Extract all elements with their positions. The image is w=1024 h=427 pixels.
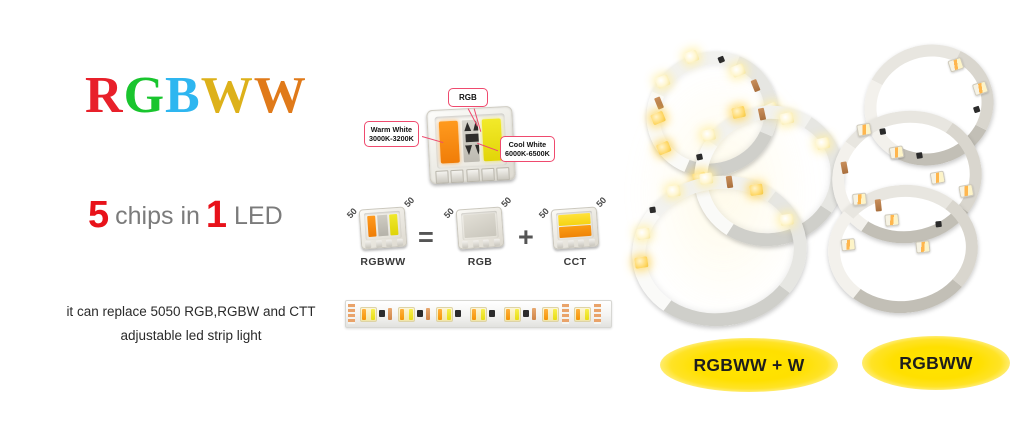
- dim-rgbww-right: 50: [402, 195, 417, 210]
- callout-cool-white-temp: 6000K-6500K: [505, 149, 550, 158]
- mini-cool-phosphor: [389, 213, 399, 236]
- led-chip-diagram: Warm White 3000K-3200K RGB Cool White 60…: [350, 88, 600, 198]
- equation-item-rgbww: 50 50 RGBWW: [345, 195, 417, 268]
- equation-item-rgb: 50 50 RGB: [442, 195, 514, 268]
- callout-cool-white: Cool White 6000K-6500K: [500, 136, 555, 162]
- mini-chip-body: [550, 206, 600, 250]
- callout-warm-white: Warm White 3000K-3200K: [364, 121, 419, 147]
- dim-rgb-left: 50: [441, 206, 456, 221]
- chip-reflector-well: [434, 113, 508, 169]
- callout-rgb-title: RGB: [459, 93, 477, 102]
- mini-chip-body: [455, 206, 505, 250]
- callout-cool-white-title: Cool White: [508, 140, 547, 149]
- tagline-mid-text: chips in: [115, 202, 200, 230]
- badge-rgbww-plus-w-label: RGBWW + W: [693, 354, 805, 375]
- brand-letter-b: B: [165, 67, 201, 124]
- callout-warm-white-temp: 3000K-3200K: [369, 134, 414, 143]
- badge-rgbww: RGBWW: [862, 336, 1010, 390]
- dim-cct-left: 50: [536, 206, 551, 221]
- equation-label-rgbww: RGBWW: [360, 256, 406, 268]
- equation-operator-plus: +: [518, 222, 534, 252]
- mini-cct-warm-half: [558, 224, 592, 239]
- equation-chip-rgb: 50 50: [442, 195, 513, 250]
- equation-chip-cct: 50 50: [537, 195, 608, 250]
- tagline-chip-count: 5: [88, 194, 110, 236]
- dim-rgb-right: 50: [499, 195, 514, 210]
- mini-chip-well: [555, 210, 594, 241]
- equation-label-cct: CCT: [563, 256, 587, 268]
- mini-warm-phosphor: [367, 215, 377, 238]
- tagline-led-count: 1: [205, 194, 228, 236]
- mini-chip-well: [363, 210, 402, 241]
- mini-rgb-dies: [463, 212, 497, 239]
- led-strip-photo-unlit: [821, 27, 1024, 340]
- brand-letter-w2: W: [253, 67, 307, 124]
- led-strip-photo-lit: [618, 31, 857, 338]
- equation-chip-rgbww: 50 50: [345, 195, 416, 250]
- brand-letter-w1: W: [200, 67, 254, 124]
- description-line-2: adjustable led strip light: [120, 328, 262, 343]
- flat-led-strip-photo: [345, 300, 612, 328]
- chip-solder-pads: [435, 167, 510, 184]
- mini-chip-pads: [364, 238, 404, 249]
- brand-letter-r: R: [85, 67, 124, 124]
- mini-chip-well: [460, 210, 499, 241]
- brand-title: RGBWW: [85, 70, 307, 122]
- tagline-end-text: LED: [234, 202, 283, 230]
- mini-chip-body: [358, 206, 408, 250]
- brand-letter-g: G: [123, 67, 166, 124]
- callout-rgb: RGB: [448, 88, 488, 107]
- equation-item-cct: 50 50 CCT: [537, 195, 609, 268]
- description-text: it can replace 5050 RGB,RGBW and CTT adj…: [46, 300, 336, 348]
- callout-warm-white-title: Warm White: [370, 125, 413, 134]
- equation-label-rgb: RGB: [467, 256, 493, 268]
- photo-glow: [638, 68, 808, 318]
- badge-rgbww-plus-w: RGBWW + W: [660, 338, 838, 392]
- description-line-1: it can replace 5050 RGB,RGBW and CTT: [66, 304, 316, 319]
- mini-chip-pads: [461, 238, 501, 249]
- badge-rgbww-label: RGBWW: [899, 352, 973, 373]
- dim-cct-right: 50: [594, 195, 609, 210]
- mini-rgb-core: [377, 214, 389, 237]
- chip-equation: 50 50 RGBWW = 50 50: [345, 195, 612, 280]
- mini-chip-pads: [556, 238, 596, 249]
- equation-operator-equals: =: [418, 222, 434, 252]
- dim-rgbww-left: 50: [344, 206, 359, 221]
